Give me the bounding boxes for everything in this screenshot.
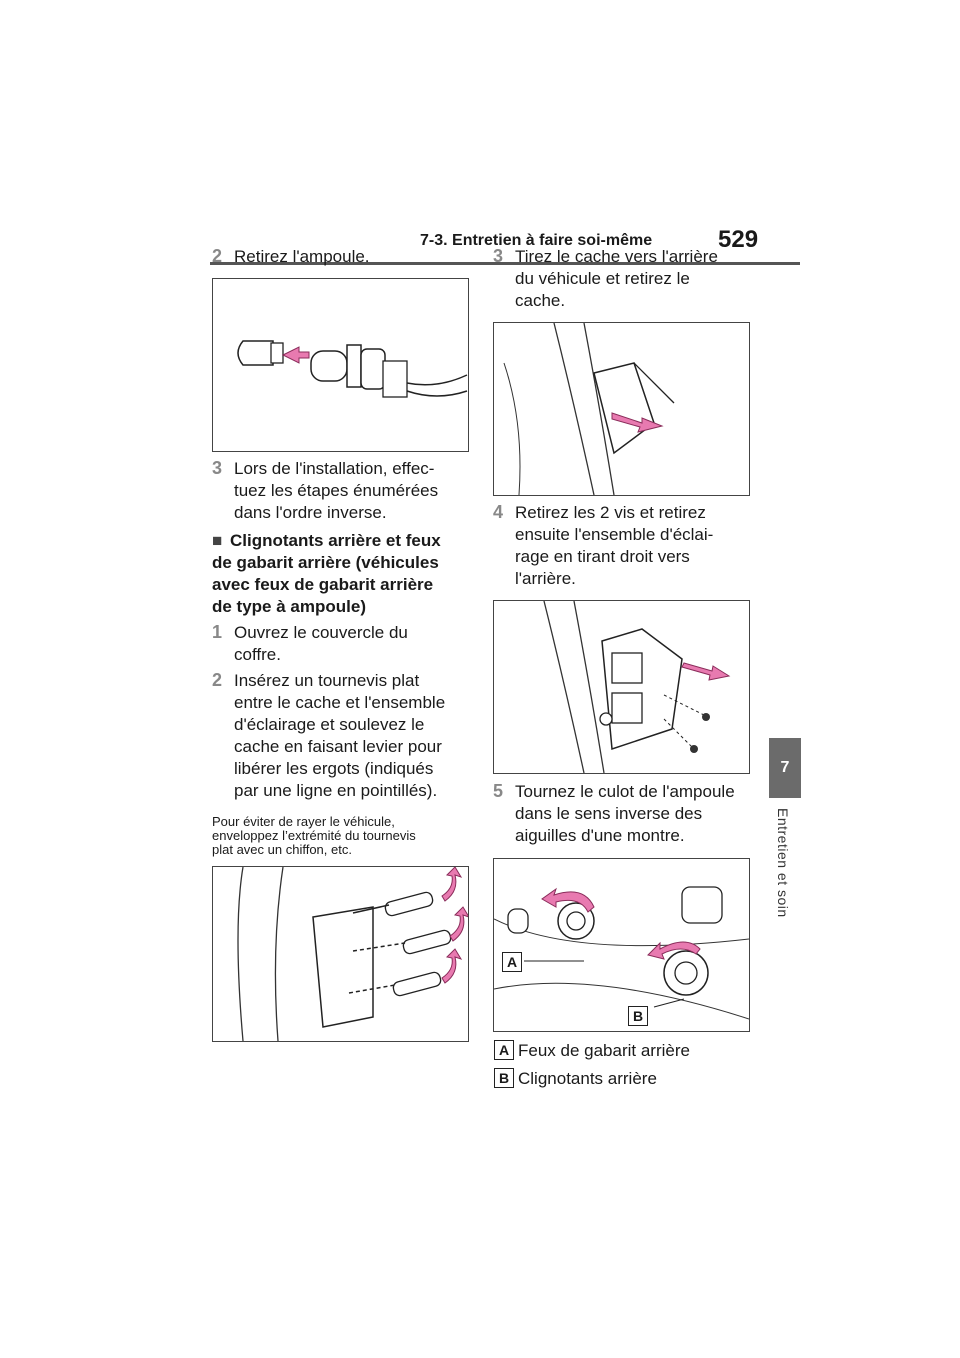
screws-removal-illustration <box>543 601 731 773</box>
heading-marker: ■ <box>212 531 223 550</box>
section-title: 7-3. Entretien à faire soi-même <box>420 232 653 249</box>
figure-remove-screws <box>493 600 750 774</box>
step-text-line: rage en tirant droit vers <box>515 547 690 566</box>
cover-removal-illustration <box>503 323 675 495</box>
heading-line: de gabarit arrière (véhicules <box>212 553 439 572</box>
legend-text-b: Clignotants arrière <box>518 1069 657 1088</box>
bulb-turn-illustration <box>494 886 749 1020</box>
step-number: 5 <box>493 781 504 801</box>
step-text-line: entre le cache et l'ensemble <box>234 693 446 712</box>
callout-label-a: A <box>502 952 522 972</box>
step-text-line: Insérez un tournevis plat <box>234 671 420 690</box>
callout-label-b: B <box>628 1006 648 1026</box>
step-text-line: Retirez les 2 vis et retirez <box>515 503 706 522</box>
figure-remove-bulb <box>212 278 469 452</box>
note-line: plat avec un chiffon, etc. <box>212 842 352 857</box>
step-text-line: libérer les ergots (indiqués <box>234 759 434 778</box>
heading-line: avec feux de gabarit arrière <box>212 575 434 594</box>
step-text-line: Tirez le cache vers l'arrière <box>515 247 718 266</box>
step-text-line: coffre. <box>234 645 281 664</box>
note-line: enveloppez l’extrémité du tournevis <box>212 828 416 843</box>
step-text-line: par une ligne en pointillés). <box>234 781 438 800</box>
step-text-line: du véhicule et retirez le <box>515 269 690 288</box>
note-line: Pour éviter de rayer le véhicule, <box>212 814 395 829</box>
step-number: 2 <box>212 670 223 690</box>
step-text-line: d'éclairage et soulevez le <box>234 715 425 734</box>
heading-line: de type à ampoule) <box>212 597 366 616</box>
step-number: 3 <box>212 458 223 478</box>
bulb-removal-illustration <box>237 340 468 398</box>
screwdriver-pry-illustration <box>237 867 468 1041</box>
chapter-tab: 7 <box>769 738 801 798</box>
heading-line: Clignotants arrière et feux <box>230 531 441 550</box>
step-text-line: ensuite l'ensemble d'éclai- <box>515 525 714 544</box>
step-text-line: dans le sens inverse des <box>515 804 703 823</box>
step-number: 2 <box>212 246 223 266</box>
figure-screwdriver <box>212 866 469 1042</box>
legend-text-a: Feux de gabarit arrière <box>518 1041 690 1060</box>
step-number: 3 <box>493 246 504 266</box>
header-rule <box>210 262 800 265</box>
step-text-line: l'arrière. <box>515 569 576 588</box>
figure-remove-cover <box>493 322 750 496</box>
step-text-line: Tournez le culot de l'ampoule <box>515 782 735 801</box>
step-number: 4 <box>493 502 504 522</box>
page-number: 529 <box>718 226 759 253</box>
legend-label-a: A <box>494 1040 514 1060</box>
step-text-line: dans l'ordre inverse. <box>234 503 387 522</box>
step-text: Retirez l'ampoule. <box>234 247 370 266</box>
step-text-line: tuez les étapes énumérées <box>234 481 439 500</box>
step-text-line: Ouvrez le couvercle du <box>234 623 408 642</box>
step-text-line: cache en faisant levier pour <box>234 737 442 756</box>
step-text-line: cache. <box>515 291 566 310</box>
step-number: 1 <box>212 622 223 642</box>
step-text-line: aiguilles d'une montre. <box>515 826 685 845</box>
figure-turn-bulb <box>493 858 750 1032</box>
chapter-label: Entretien et soin <box>775 808 791 918</box>
legend-label-b: B <box>494 1068 514 1088</box>
step-text-line: Lors de l'installation, effec- <box>234 459 435 478</box>
